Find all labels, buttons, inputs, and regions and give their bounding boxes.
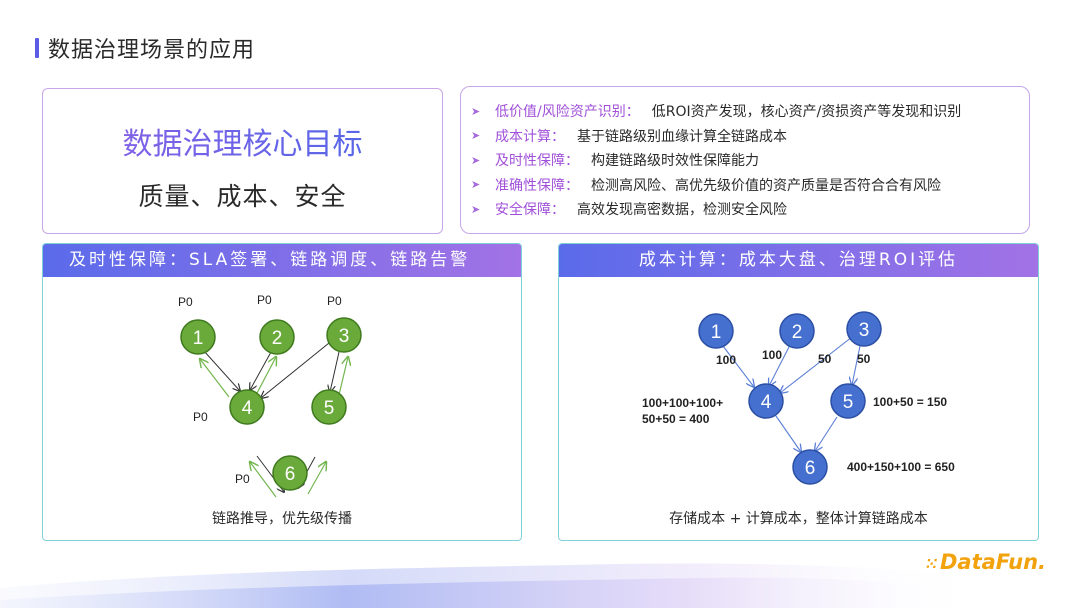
timeliness-caption: 链路推导，优先级传播 (212, 511, 352, 527)
title-accent-bar (35, 38, 39, 58)
node-4-priority: P0 (193, 410, 208, 424)
edge-5-6 (815, 416, 838, 451)
arrow-right-icon: ➤ (471, 202, 481, 216)
node-2-priority: P0 (257, 293, 272, 307)
edge-label-1-4: 100 (716, 353, 736, 367)
scenario-list-card: ➤ 低价值/风险资产识别： 低ROI资产发现，核心资产/资损资产等发现和识别 ➤ 成本… (460, 86, 1030, 234)
list-item: ➤ 及时性保障： 构建链路级时效性保障能力 (471, 148, 1029, 173)
list-item: ➤ 成本计算： 基于链路级别血缘计算全链路成本 (471, 124, 1029, 149)
node-2: 2 (259, 319, 295, 355)
svg-text:3: 3 (859, 320, 870, 341)
svg-text:1: 1 (193, 328, 204, 349)
svg-text:5: 5 (324, 398, 335, 419)
node-4: 4 (748, 383, 784, 419)
list-item-key: 及时性保障： (495, 153, 579, 170)
svg-text:3: 3 (339, 326, 350, 347)
edge-3-5 (852, 345, 861, 385)
core-goal-subtitle: 质量、成本、安全 (138, 182, 347, 211)
cost-caption: 存储成本 + 计算成本，整体计算链路成本 (669, 511, 928, 527)
decorative-wave (0, 563, 1000, 608)
svg-text:2: 2 (272, 328, 283, 349)
propagation-6-4 (250, 462, 277, 498)
list-item-key: 准确性保障： (495, 177, 579, 194)
edge-2-4 (250, 351, 272, 390)
list-item: ➤ 安全保障： 高效发现高密数据，检测安全风险 (471, 197, 1029, 222)
svg-text:1: 1 (711, 322, 722, 343)
edge-3-5 (330, 351, 340, 392)
timeliness-panel-header: 及时性保障：SLA签署、链路调度、链路告警 (43, 244, 521, 277)
node-6: 6 (792, 449, 828, 485)
lineage-priority-diagram: 1 2 3 4 5 6 P0 P0 P0 P0 P0 (178, 293, 362, 498)
node-2: 2 (779, 313, 815, 349)
node-1-priority: P0 (178, 295, 193, 309)
list-item: ➤ 准确性保障： 检测高风险、高优先级价值的资产质量是否符合合有风险 (471, 173, 1029, 198)
arrow-right-icon: ➤ (471, 153, 481, 167)
arrow-right-icon: ➤ (471, 104, 481, 118)
logo-text: DataFun. (939, 550, 1046, 574)
node-1: 1 (698, 313, 734, 349)
cost-panel-header: 成本计算：成本大盘、治理ROI评估 (559, 244, 1038, 277)
edge-4-6 (775, 415, 801, 452)
propagation-5-3 (338, 357, 348, 396)
logo-dots-icon: ⁙ (925, 555, 938, 573)
edge-1-4 (722, 345, 754, 387)
node-4: 4 (229, 389, 265, 425)
node-1: 1 (180, 319, 216, 355)
node-3: 3 (846, 311, 882, 347)
svg-text:4: 4 (761, 392, 772, 413)
svg-text:2: 2 (792, 322, 803, 343)
list-item-value: 构建链路级时效性保障能力 (591, 153, 759, 170)
svg-text:5: 5 (843, 392, 854, 413)
arrow-right-icon: ➤ (471, 129, 481, 143)
edge-label-3-4: 50 (818, 352, 832, 366)
core-goal-card: 数据治理核心目标 质量、成本、安全 (42, 88, 443, 234)
list-item-value: 基于链路级别血缘计算全链路成本 (577, 128, 787, 145)
node-6-priority: P0 (235, 472, 250, 486)
propagation-4-1 (200, 359, 230, 398)
edge-3-4 (780, 336, 853, 393)
cost-panel: 成本计算：成本大盘、治理ROI评估 1 2 3 4 5 6 100 100 50… (558, 243, 1039, 541)
timeliness-panel: 及时性保障：SLA签署、链路调度、链路告警 1 2 3 4 5 6 P0 P0 … (42, 243, 522, 541)
propagation-6-5 (307, 462, 326, 495)
arrow-right-icon: ➤ (471, 178, 481, 192)
svg-text:6: 6 (805, 458, 816, 479)
node-3: 3 (326, 317, 362, 353)
list-item-key: 安全保障： (495, 202, 565, 219)
node-5: 5 (311, 389, 347, 425)
node-6: 6 (272, 455, 308, 491)
list-item-value: 高效发现高密数据，检测安全风险 (577, 202, 787, 219)
node-5-cost: 100+50 = 150 (873, 395, 947, 409)
core-goal-title: 数据治理核心目标 (43, 119, 442, 163)
node-3-priority: P0 (327, 294, 342, 308)
list-item-key: 成本计算： (495, 128, 565, 145)
node-5: 5 (830, 383, 866, 419)
node-4-cost-line1: 100+100+100+ (642, 396, 723, 410)
node-4-cost-line2: 50+50 = 400 (642, 412, 710, 426)
datafun-logo: ⁙DataFun. (925, 550, 1046, 574)
list-item-value: 检测高风险、高优先级价值的资产质量是否符合合有风险 (591, 177, 941, 194)
node-6-cost: 400+150+100 = 650 (847, 460, 955, 474)
edge-label-2-4: 100 (762, 348, 782, 362)
edge-label-3-5: 50 (857, 352, 871, 366)
list-item: ➤ 低价值/风险资产识别： 低ROI资产发现，核心资产/资损资产等发现和识别 (471, 99, 1029, 124)
list-item-value: 低ROI资产发现，核心资产/资损资产等发现和识别 (651, 104, 962, 121)
page-title: 数据治理场景的应用 (48, 38, 256, 63)
svg-text:6: 6 (285, 464, 296, 485)
svg-text:4: 4 (242, 398, 253, 419)
propagation-4-2 (255, 357, 276, 396)
edge-1-4 (203, 350, 240, 391)
lineage-cost-diagram: 1 2 3 4 5 6 100 100 50 50 100+100+100+ 5… (642, 311, 955, 485)
edge-3-4 (261, 342, 330, 398)
edge-2-4 (769, 344, 791, 386)
list-item-key: 低价值/风险资产识别： (495, 104, 640, 121)
